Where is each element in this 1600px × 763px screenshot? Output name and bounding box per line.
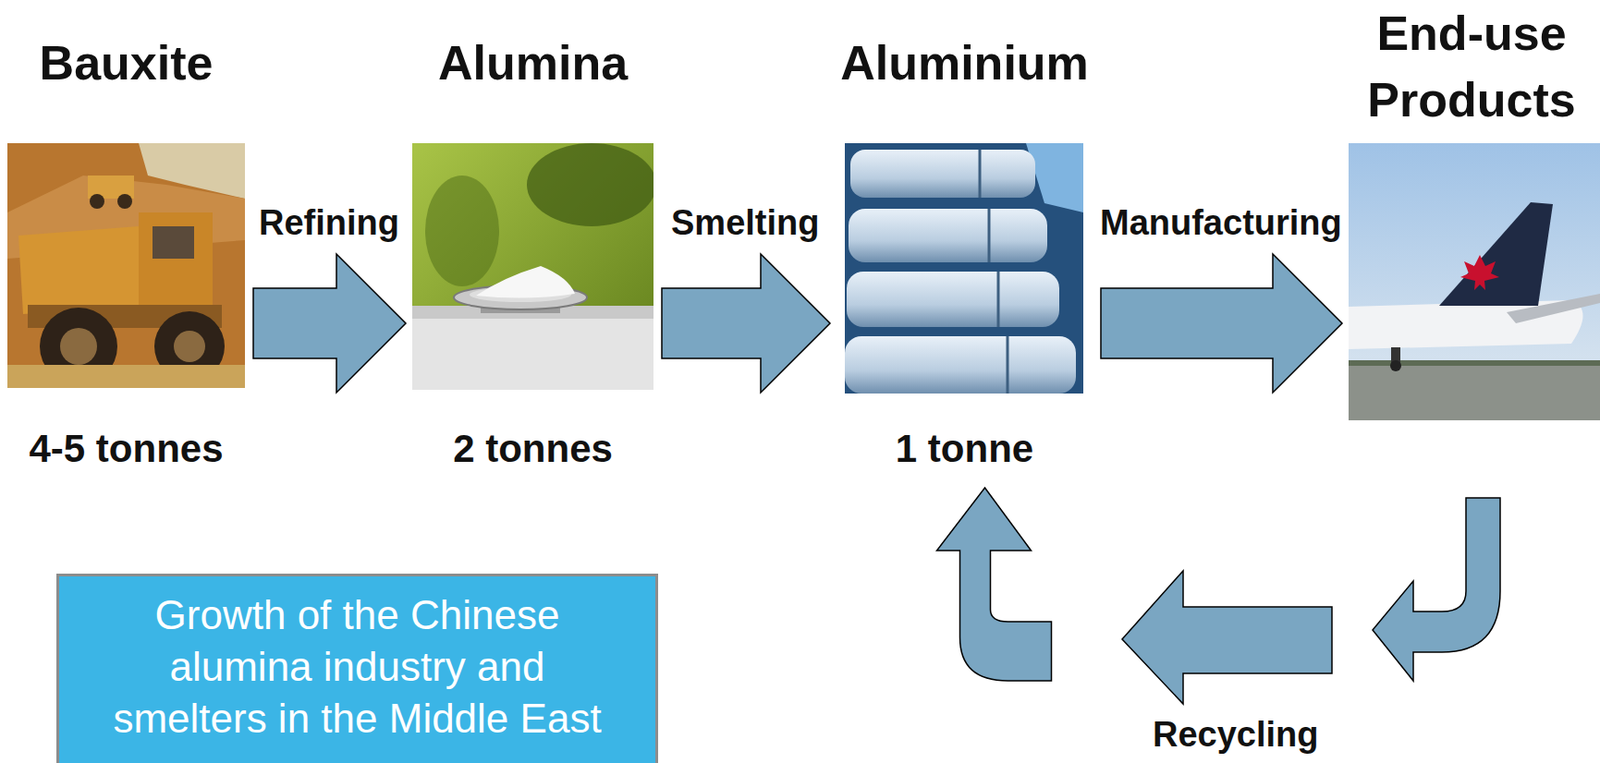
block-arrow	[253, 254, 406, 393]
block-arrow	[1122, 571, 1332, 705]
stage-heading: Bauxite	[39, 35, 214, 91]
airplane-photo	[1348, 143, 1600, 421]
note-text: Growth of the Chinese alumina industry a…	[100, 589, 614, 746]
block-arrow	[661, 254, 831, 393]
process-arrow	[661, 254, 831, 393]
process-label: Refining	[258, 202, 400, 244]
alumina-photo	[412, 143, 654, 391]
stage-heading: Alumina	[438, 35, 628, 91]
aluminium-ingots-photo	[844, 143, 1084, 394]
tonnage-label: 4-5 tonnes	[28, 426, 223, 473]
bauxite-stage: Bauxite 4-5 tonnes	[7, 35, 245, 473]
alumina-stage: Alumina 2 tonnes	[412, 35, 654, 473]
process-label: Recycling	[1152, 714, 1320, 756]
process-arrow	[937, 488, 1502, 705]
block-arrow	[1372, 498, 1501, 682]
bauxite-photo	[7, 143, 245, 389]
process-label: Smelting	[671, 202, 819, 244]
stage-heading: Aluminium	[840, 35, 1089, 91]
note-box: Growth of the Chinese alumina industry a…	[56, 574, 659, 763]
tonnage-label: 2 tonnes	[452, 426, 613, 473]
process-arrow	[1100, 254, 1343, 393]
process-label: Manufacturing	[1099, 202, 1343, 244]
block-arrow	[1100, 254, 1343, 393]
tonnage-label: 1 tonne	[895, 426, 1034, 473]
block-arrow	[937, 488, 1052, 682]
process-arrow	[253, 254, 406, 393]
end-use-stage: End-use Products	[1348, 0, 1595, 421]
aluminium-stage: Aluminium 1 tonne	[836, 35, 1093, 473]
stage-heading: End-use Products	[1348, 0, 1595, 134]
